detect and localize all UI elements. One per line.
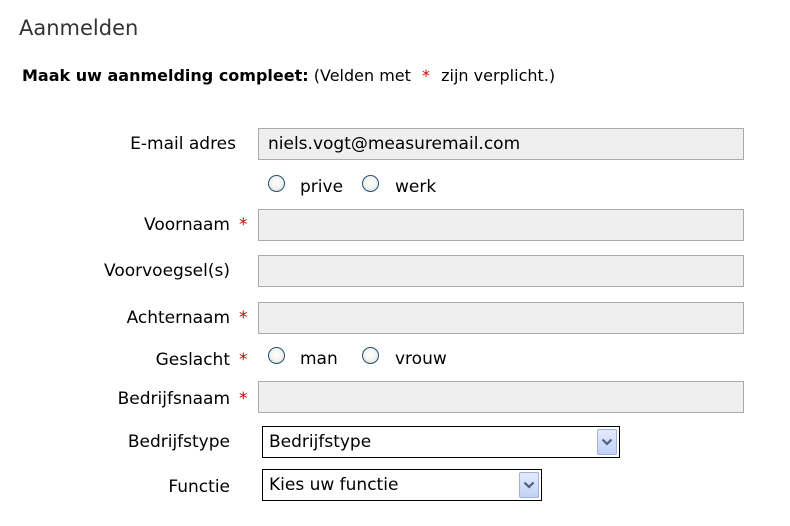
radio-prive[interactable]: [268, 175, 285, 192]
bedrijfstype-select[interactable]: Bedrijfstype: [262, 426, 620, 458]
radio-prive-label: prive: [300, 177, 344, 197]
email-field[interactable]: [258, 128, 744, 160]
form-intro: Maak uw aanmelding compleet: (Velden met…: [22, 66, 555, 85]
bedrijfsnaam-field[interactable]: [258, 381, 744, 413]
bedrijfstype-label: Bedrijfstype: [127, 432, 230, 452]
achternaam-required-star: *: [239, 308, 248, 328]
page-title: Aanmelden: [19, 16, 139, 40]
geslacht-required-star: *: [239, 350, 248, 370]
radio-man-label: man: [300, 349, 338, 369]
chevron-down-icon[interactable]: [597, 429, 617, 455]
intro-post-text: zijn verplicht.): [441, 66, 556, 85]
bedrijfsnaam-label: Bedrijfsnaam: [117, 389, 230, 409]
voorvoegsels-field[interactable]: [258, 255, 744, 287]
intro-pre-text: (Velden met: [313, 66, 411, 85]
functie-select[interactable]: Kies uw functie: [262, 469, 542, 501]
voornaam-label: Voornaam: [144, 215, 230, 235]
voornaam-field[interactable]: [258, 209, 744, 241]
radio-vrouw-label: vrouw: [395, 349, 447, 369]
required-star: *: [422, 66, 431, 85]
chevron-down-icon[interactable]: [519, 472, 539, 498]
functie-selected-value: Kies uw functie: [269, 475, 399, 495]
email-label: E-mail adres: [130, 134, 236, 154]
geslacht-label: Geslacht: [155, 350, 230, 370]
voorvoegsels-label: Voorvoegsel(s): [104, 261, 230, 281]
radio-werk[interactable]: [362, 175, 379, 192]
achternaam-label: Achternaam: [126, 308, 230, 328]
functie-label: Functie: [168, 477, 230, 497]
achternaam-field[interactable]: [258, 302, 744, 334]
bedrijfsnaam-required-star: *: [239, 389, 248, 409]
radio-man[interactable]: [268, 347, 285, 364]
radio-vrouw[interactable]: [362, 347, 379, 364]
voornaam-required-star: *: [239, 215, 248, 235]
radio-werk-label: werk: [395, 177, 437, 197]
intro-bold-text: Maak uw aanmelding compleet:: [22, 66, 309, 85]
bedrijfstype-selected-value: Bedrijfstype: [269, 432, 372, 452]
